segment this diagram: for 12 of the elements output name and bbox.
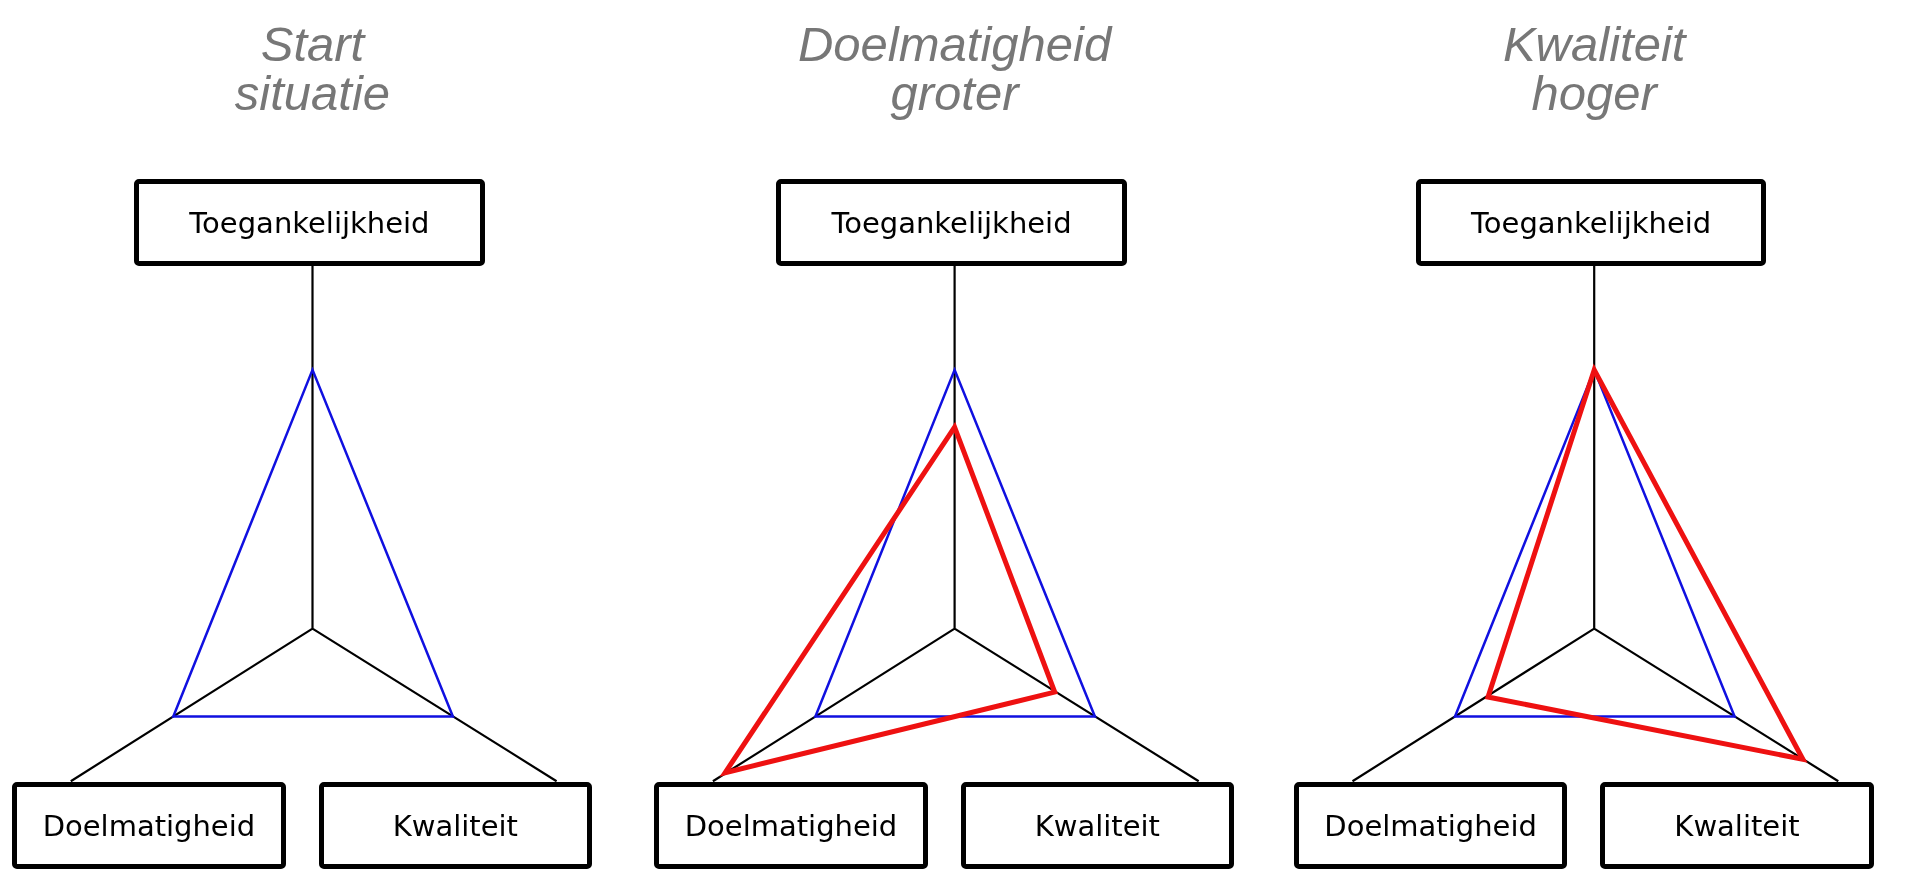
axis-label-box: Doelmatigheid <box>1293 782 1568 870</box>
axis-label-box: Toegankelijkheid <box>776 179 1127 267</box>
axis-label-box: Toegankelijkheid <box>134 179 485 267</box>
axis-label-box: Kwaliteit <box>318 782 592 870</box>
axis-label-box: Kwaliteit <box>1600 782 1874 870</box>
axis-label-box: Doelmatigheid <box>12 782 286 870</box>
axis-label-box: Kwaliteit <box>960 782 1235 870</box>
panel-title: Kwaliteit hoger <box>1501 20 1688 118</box>
panel-title: Doelmatigheid groter <box>796 20 1114 118</box>
axis-label-box: Toegankelijkheid <box>1415 179 1767 267</box>
axis-label-box: Doelmatigheid <box>654 782 928 870</box>
panel-title: Start situatie <box>233 20 392 118</box>
